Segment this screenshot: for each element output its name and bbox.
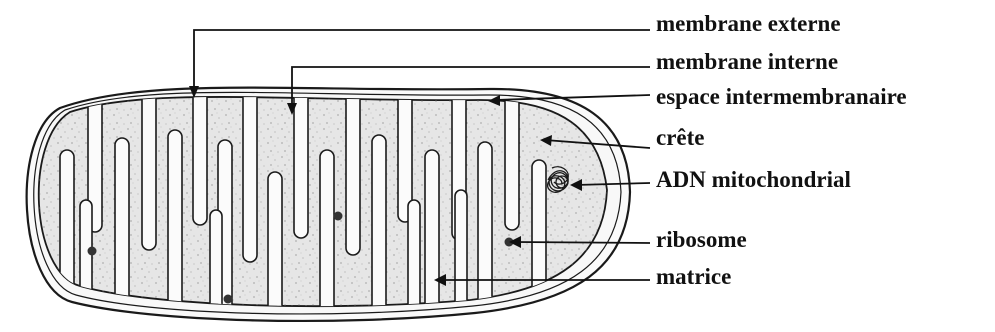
crista-fold (193, 60, 207, 225)
ribosome-dot (334, 212, 343, 221)
label-ribosome: ribosome (656, 228, 747, 251)
crista-fold (320, 150, 334, 332)
leader-line-outer-membrane (194, 30, 650, 92)
crista-fold (80, 200, 92, 332)
label-matrix: matrice (656, 265, 731, 288)
crista-fold (532, 160, 546, 332)
label-mito-dna: ADN mitochondrial (656, 168, 851, 191)
leader-line-ribosome (514, 242, 650, 243)
crista-fold (505, 60, 519, 230)
label-crista: crête (656, 126, 705, 149)
label-inner-membrane: membrane interne (656, 50, 838, 73)
label-intermembrane-space: espace intermembranaire (656, 85, 907, 108)
crista-fold (142, 60, 156, 250)
crista-fold (372, 135, 386, 332)
crista-fold (398, 60, 412, 222)
label-outer-membrane: membrane externe (656, 12, 841, 35)
ribosome-dot (88, 247, 97, 256)
crista-fold (294, 60, 308, 238)
crista-fold (60, 150, 74, 332)
ribosome-dot (224, 295, 233, 304)
